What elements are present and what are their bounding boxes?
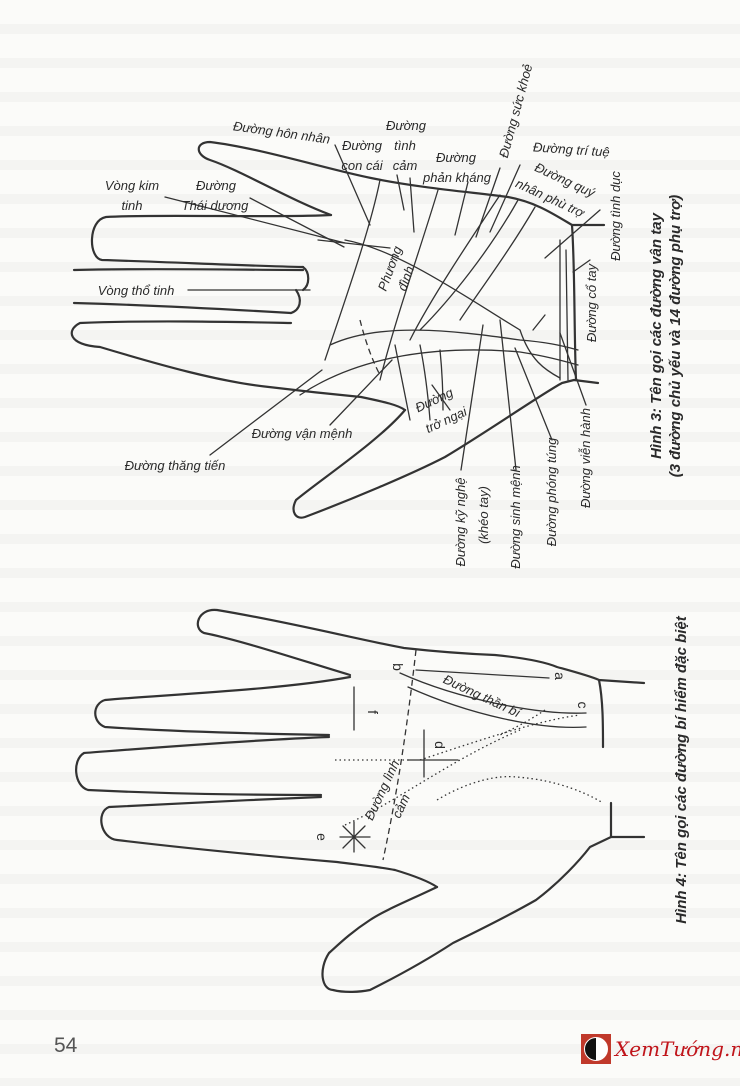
logo-text: XemTướng.net bbox=[615, 1037, 740, 1061]
label-duong-co-tay: Đường cổ tay bbox=[584, 262, 599, 342]
label-duong-thai-duong-1: Đường bbox=[196, 178, 237, 193]
letter-c: c bbox=[575, 702, 591, 709]
figure3-labels: Đường hôn nhân Đường con cái Đường tình … bbox=[98, 62, 684, 569]
yin-yang-icon bbox=[581, 1034, 611, 1064]
label-duong-thai-duong-2: Thái dương bbox=[182, 198, 249, 213]
label-duong-phong-tung: Đường phóng túng bbox=[544, 437, 559, 546]
figure4-hand-outline bbox=[75, 608, 646, 993]
label-duong-tinh-cam-2: tình bbox=[394, 138, 416, 153]
label-duong-phan-khang-2: phản kháng bbox=[422, 170, 492, 185]
label-duong-vien-hanh: Đường viễn hành bbox=[578, 408, 593, 508]
figure3-caption-line2: (3 đường chủ yếu và 14 đường phụ trợ) bbox=[667, 195, 684, 477]
letter-e: e bbox=[314, 833, 330, 841]
site-logo: XemTướng.net bbox=[581, 1034, 740, 1064]
label-duong-phan-khang-1: Đường bbox=[436, 150, 477, 165]
label-duong-con-cai-2: con cái bbox=[341, 158, 383, 173]
label-vong-kim-tinh-2: tinh bbox=[122, 198, 143, 213]
figure4-palm-lines bbox=[335, 649, 604, 861]
label-vong-kim-tinh-1: Vòng kim bbox=[105, 178, 159, 193]
figure4-caption: Hình 4: Tên gọi các đường bí hiểm đặc bi… bbox=[673, 615, 690, 923]
figure3-palm-lines bbox=[299, 179, 579, 421]
figure3-caption-line1: Hình 3: Tên gọi các đường vân tay bbox=[648, 212, 665, 458]
label-duong-thang-tien: Đường thăng tiến bbox=[125, 458, 226, 473]
label-duong-van-menh: Đường vận mệnh bbox=[252, 426, 353, 441]
page-number: 54 bbox=[54, 1034, 78, 1057]
label-duong-tinh-duc: Đường tình dục bbox=[608, 171, 623, 261]
label-vong-tho-tinh: Vòng thổ tinh bbox=[98, 283, 175, 298]
label-duong-hon-nhan: Đường hôn nhân bbox=[232, 118, 331, 146]
label-phuong-dinh-2: đình bbox=[394, 264, 417, 293]
letter-a: a bbox=[552, 672, 568, 680]
label-duong-tri-tue: Đường trí tuệ bbox=[532, 139, 610, 159]
letter-d: d bbox=[432, 741, 448, 749]
label-duong-tinh-cam-1: Đường bbox=[386, 118, 427, 133]
label-duong-ky-nghe-2: (khéo tay) bbox=[476, 486, 491, 544]
label-duong-suc-khoe: Đường sức khoẻ bbox=[496, 62, 535, 159]
label-duong-tinh-cam-3: cảm bbox=[393, 158, 418, 173]
label-duong-linh-cam-2: cảm bbox=[389, 792, 413, 821]
figure4-labels: Đường thần bí Đường lình cảm a b c d e f… bbox=[314, 615, 690, 923]
label-duong-con-cai-1: Đường bbox=[342, 138, 383, 153]
letter-b: b bbox=[390, 663, 406, 671]
label-duong-sinh-menh: Đường sinh mệnh bbox=[508, 465, 523, 569]
letter-f: f bbox=[365, 710, 381, 714]
figure3-pointer-lines bbox=[164, 144, 601, 471]
label-duong-ky-nghe-1: Đường kỹ nghệ bbox=[453, 477, 468, 566]
